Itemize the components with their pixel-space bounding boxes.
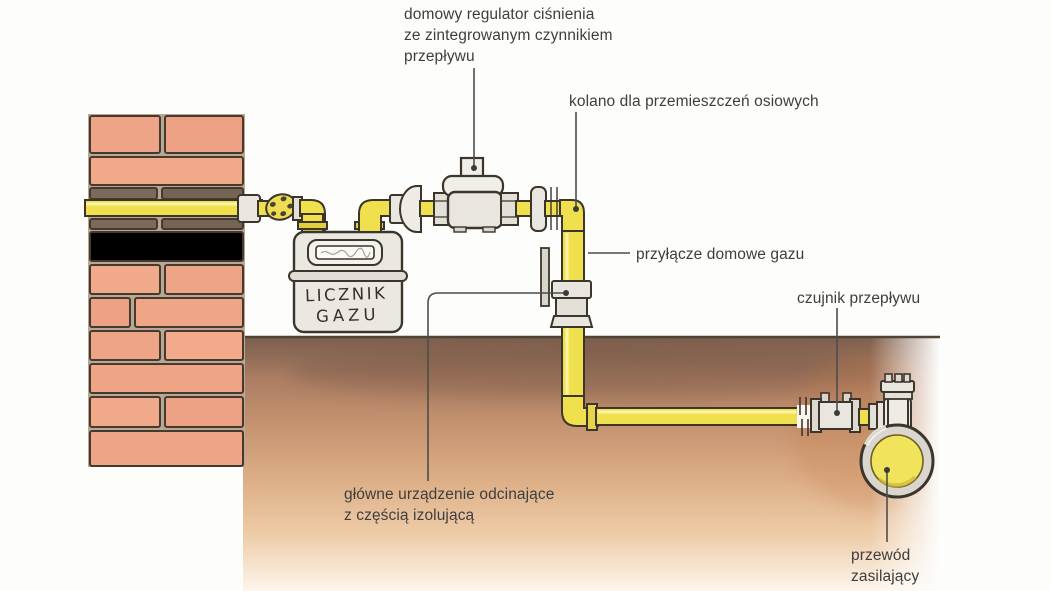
gas-meter: LICZNIK GAZU: [288, 213, 408, 334]
brick: [164, 330, 244, 361]
soil-shading: [290, 346, 890, 398]
brick: [89, 264, 161, 295]
pipe-horizontal: [84, 199, 263, 217]
leader-dot: [573, 206, 579, 212]
brick: [89, 156, 244, 186]
supply-pipe-bore-shadow: [877, 475, 917, 488]
flow-sensor-nub: [820, 392, 830, 403]
brick: [89, 396, 161, 428]
brick-dark: [161, 187, 244, 200]
label-pressure-regulator: domowy regulator ciśnienia ze zintegrowa…: [404, 6, 613, 65]
brick: [134, 297, 244, 328]
meter-band: [288, 270, 408, 282]
brick-dark: [89, 218, 158, 230]
valve-hole: [287, 203, 294, 209]
valve-hole: [269, 201, 276, 207]
house-connection-pipe: [540, 230, 599, 427]
meter-label-line1: LICZNIK: [305, 284, 388, 306]
label-main-shutoff-device: główne urządzenie odcinające z częścią i…: [344, 486, 555, 524]
shutoff-valve-base: [549, 315, 594, 328]
valve-hole: [271, 211, 277, 216]
label-supply-main: przewód zasilający: [851, 547, 920, 585]
brick: [89, 330, 161, 361]
brick: [164, 396, 244, 428]
leader-dot: [563, 290, 569, 296]
supply-main-cross-section: [859, 423, 935, 499]
supply-pipe-ring-highlight: [863, 424, 887, 447]
bell-flange: [399, 185, 422, 233]
valve-hole: [280, 211, 287, 217]
pipe-break-gap: [797, 405, 811, 428]
brick-dark: [161, 218, 244, 230]
underground-pipe-run: [586, 392, 880, 436]
meter-display-scribble: [320, 247, 371, 258]
disc-flange: [530, 186, 547, 232]
elbow-up-from-meter: [358, 199, 393, 233]
leader-dot: [471, 165, 477, 171]
leader-dot: [884, 467, 890, 473]
gas-cock-valve: [265, 193, 297, 221]
brick: [164, 264, 244, 295]
label-axial-expansion-elbow: kolano dla przemieszczeń osiowych: [569, 93, 819, 110]
leader-lines: [427, 68, 890, 542]
valve-hole: [280, 196, 287, 202]
brick: [89, 363, 244, 394]
riser-cap-bolt: [903, 373, 911, 383]
brick: [89, 297, 131, 328]
meter-stub-nut-left: [297, 221, 328, 230]
brick-wall: [88, 114, 245, 467]
brick-dark: [89, 187, 158, 200]
brick: [89, 115, 161, 154]
meter-display-window: [315, 245, 375, 260]
brick: [89, 430, 244, 467]
shutoff-valve-handle: [540, 247, 550, 307]
soil-cross-section: [243, 337, 970, 591]
pressure-regulator-assembly: [358, 156, 585, 234]
leader-glowne: [427, 292, 564, 481]
pipe-coupling: [237, 194, 261, 223]
axial-expansion-elbow: [559, 199, 585, 234]
shutoff-valve-body: [555, 297, 588, 317]
label-house-gas-connection: przyłącze domowe gazu: [636, 246, 805, 263]
shutoff-valve-collar: [551, 280, 592, 299]
regulator-body: [446, 190, 504, 230]
label-flow-sensor: czujnik przepływu: [797, 290, 921, 307]
leader-dot: [834, 410, 840, 416]
riser-cap-bolt: [894, 373, 903, 383]
meter-label-line2: GAZU: [316, 305, 380, 326]
regulator-foot: [482, 226, 496, 233]
regulator-foot: [453, 226, 467, 233]
riser-cap-bolt: [884, 373, 893, 383]
brick: [164, 115, 244, 154]
brick: [89, 231, 244, 262]
